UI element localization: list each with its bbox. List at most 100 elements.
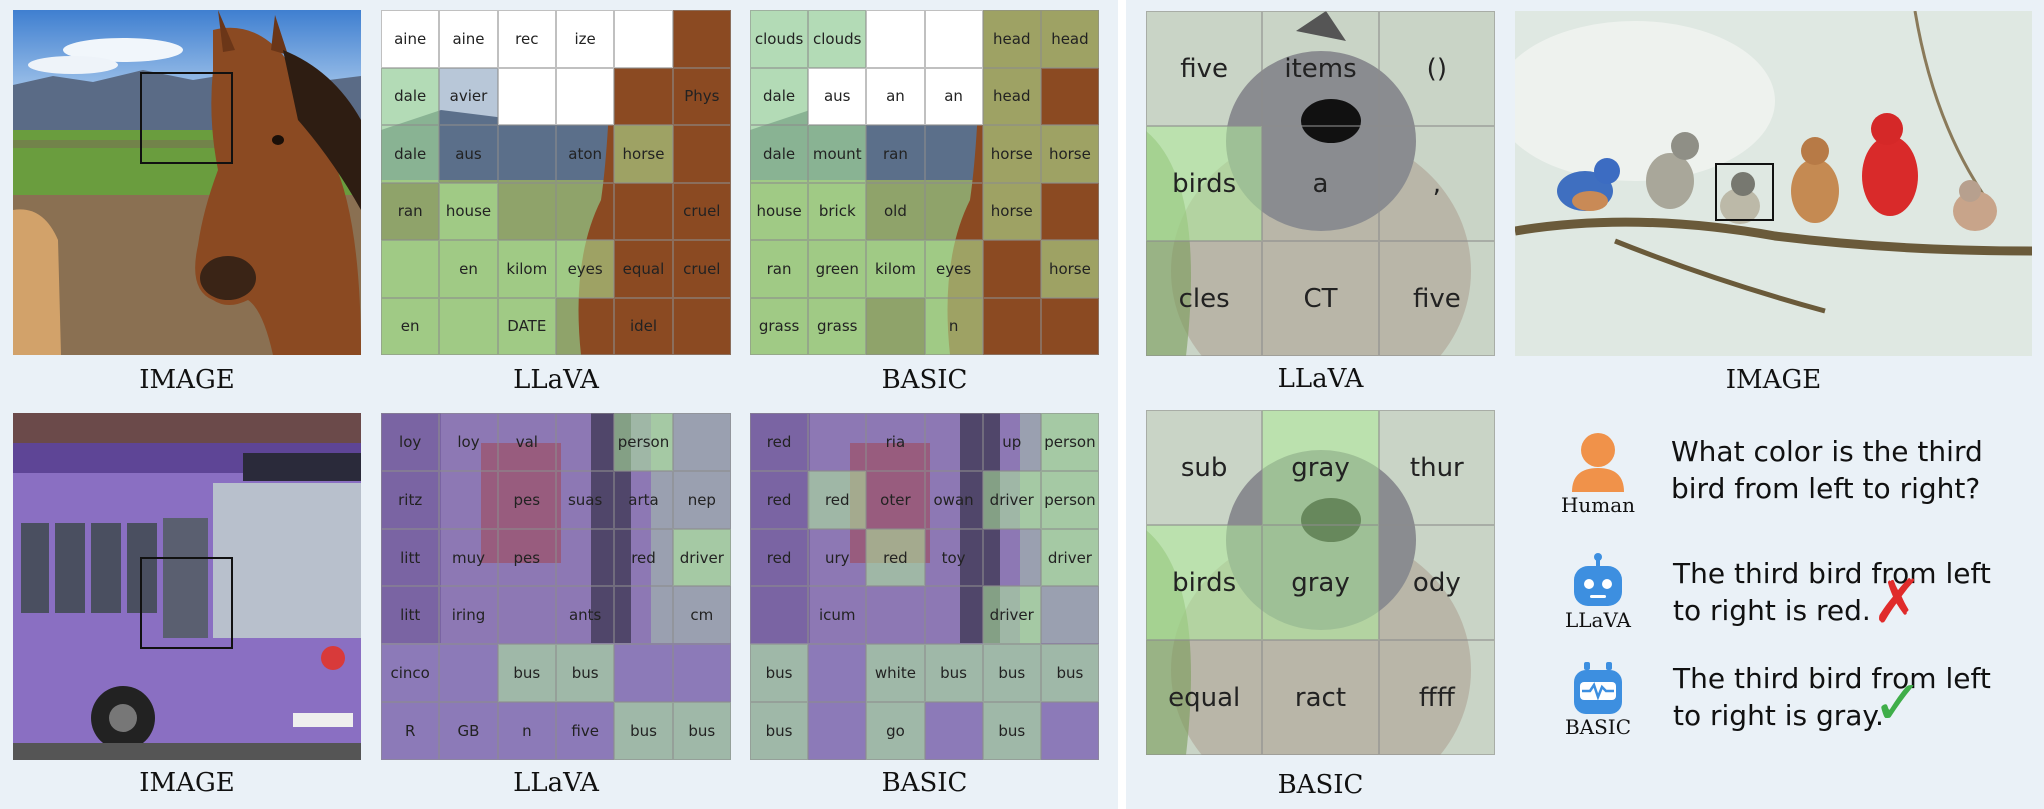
grid-cell: white [866, 644, 925, 703]
grid-cell: head [982, 67, 1041, 125]
basic-label: BASIC [1564, 715, 1632, 739]
grid-cell: red [750, 413, 809, 471]
grid-cell: clouds [750, 10, 809, 68]
grid-cell: bus [924, 644, 983, 703]
grid-cell: horse [1040, 125, 1099, 183]
grid-cell [1040, 67, 1099, 125]
grid-cell: an [866, 67, 925, 125]
grid-cell [614, 586, 673, 645]
grid-cell: bus [750, 702, 809, 760]
right-mark-icon: ✓ [1872, 666, 1924, 739]
grid-cell [497, 67, 556, 125]
grid-cell: house [750, 182, 809, 240]
grid-cell [555, 528, 615, 587]
grid-cell: grass [808, 297, 867, 355]
grid-cell [808, 644, 867, 703]
grid-cell: old [866, 182, 925, 240]
grid-cell [497, 125, 556, 183]
grid-cell: five [1378, 241, 1495, 356]
grid-cell: pes [497, 528, 556, 587]
grid-cell: ran [866, 125, 925, 183]
grid-cell: owan [924, 470, 983, 529]
grid-cell [924, 413, 983, 471]
grid-cell [1040, 586, 1099, 645]
grid-cell [614, 10, 673, 68]
grid-cell: a [1262, 126, 1379, 241]
grid-cell: gray [1262, 525, 1379, 640]
grid-cell [924, 125, 983, 183]
grid-cell [672, 413, 731, 471]
grid-cell: dale [381, 67, 440, 125]
grid-cell [672, 297, 731, 355]
grid-cell [381, 240, 440, 298]
birds-image [1515, 11, 2032, 356]
bus-image [13, 413, 361, 760]
bus-focus-box [140, 557, 233, 649]
grid-cell [439, 470, 498, 529]
grid-cell: ffff [1378, 640, 1495, 755]
grid-cell: house [439, 182, 498, 240]
grid-cell: loy [381, 413, 440, 471]
horse-image [13, 10, 361, 355]
grid-cell: dale [750, 67, 809, 125]
grid-cell: an [924, 67, 983, 125]
caption-basic-bus: BASIC [881, 768, 968, 798]
llava-robot-icon [1570, 552, 1626, 608]
grid-cell: bus [982, 644, 1041, 703]
grid-cell: driver [982, 586, 1041, 645]
grid-cell: horse [614, 125, 673, 183]
llava-answer: The third bird from left to right is red… [1673, 557, 1991, 627]
grid-cell: avier [439, 67, 498, 125]
grid-cell: red [866, 528, 925, 587]
grid-cell: R [381, 702, 440, 760]
grid-cell: () [1378, 11, 1495, 126]
grid-cell: oter [866, 470, 925, 529]
grid-cell: up [982, 413, 1041, 471]
grid-cell: suas [555, 470, 615, 529]
grid-cell: cm [672, 586, 731, 645]
horse-basic-grid: clouds clouds head head dale aus an an h… [750, 10, 1099, 355]
grid-cell: pes [497, 470, 556, 529]
bird-basic-grid: sub gray thur birds gray ody equal ract … [1146, 410, 1495, 755]
grid-cell: ants [555, 586, 615, 645]
caption-llava-bird: LLaVA [1277, 364, 1364, 394]
grid-cell: val [497, 413, 556, 471]
grid-cell [808, 413, 867, 471]
grid-cell: ran [750, 240, 809, 298]
grid-cell: green [808, 240, 867, 298]
grid-cell: , [1378, 126, 1495, 241]
grid-cell: rec [497, 10, 556, 68]
bus-basic-grid: red ria up person red red oter owan driv… [750, 413, 1099, 760]
grid-cell [614, 182, 673, 240]
grid-cell: cruel [672, 182, 731, 240]
grid-cell: dale [381, 125, 440, 183]
grid-cell: red [750, 470, 809, 529]
grid-cell: equal [614, 240, 673, 298]
grid-cell: aton [555, 125, 615, 183]
grid-cell [672, 125, 731, 183]
grid-cell: driver [982, 470, 1041, 529]
grid-cell: bus [672, 702, 731, 760]
grid-cell [555, 297, 615, 355]
human-question: What color is the third bird from left t… [1671, 435, 1983, 505]
grid-cell: person [614, 413, 673, 471]
grid-cell: clouds [808, 10, 867, 68]
grid-cell [555, 413, 615, 471]
grid-cell: head [982, 10, 1041, 68]
grid-cell: five [555, 702, 615, 760]
basic-answer: The third bird from left to right is gra… [1673, 662, 1991, 732]
horse-llava-grid: aine aine rec ize dale avier Phys dale a… [381, 10, 731, 355]
grid-cell: iring [439, 586, 498, 645]
grid-cell: ury [808, 528, 867, 587]
grid-cell: five [1146, 11, 1263, 126]
grid-cell [614, 67, 673, 125]
caption-basic-bird: BASIC [1277, 770, 1364, 800]
grid-cell: sub [1146, 410, 1263, 525]
grid-cell: DATE [497, 297, 556, 355]
grid-cell: cruel [672, 240, 731, 298]
grid-cell: bus [614, 702, 673, 760]
grid-cell [808, 702, 867, 760]
grid-cell: en [439, 240, 498, 298]
grid-cell: ize [555, 10, 615, 68]
grid-cell: red [750, 528, 809, 587]
